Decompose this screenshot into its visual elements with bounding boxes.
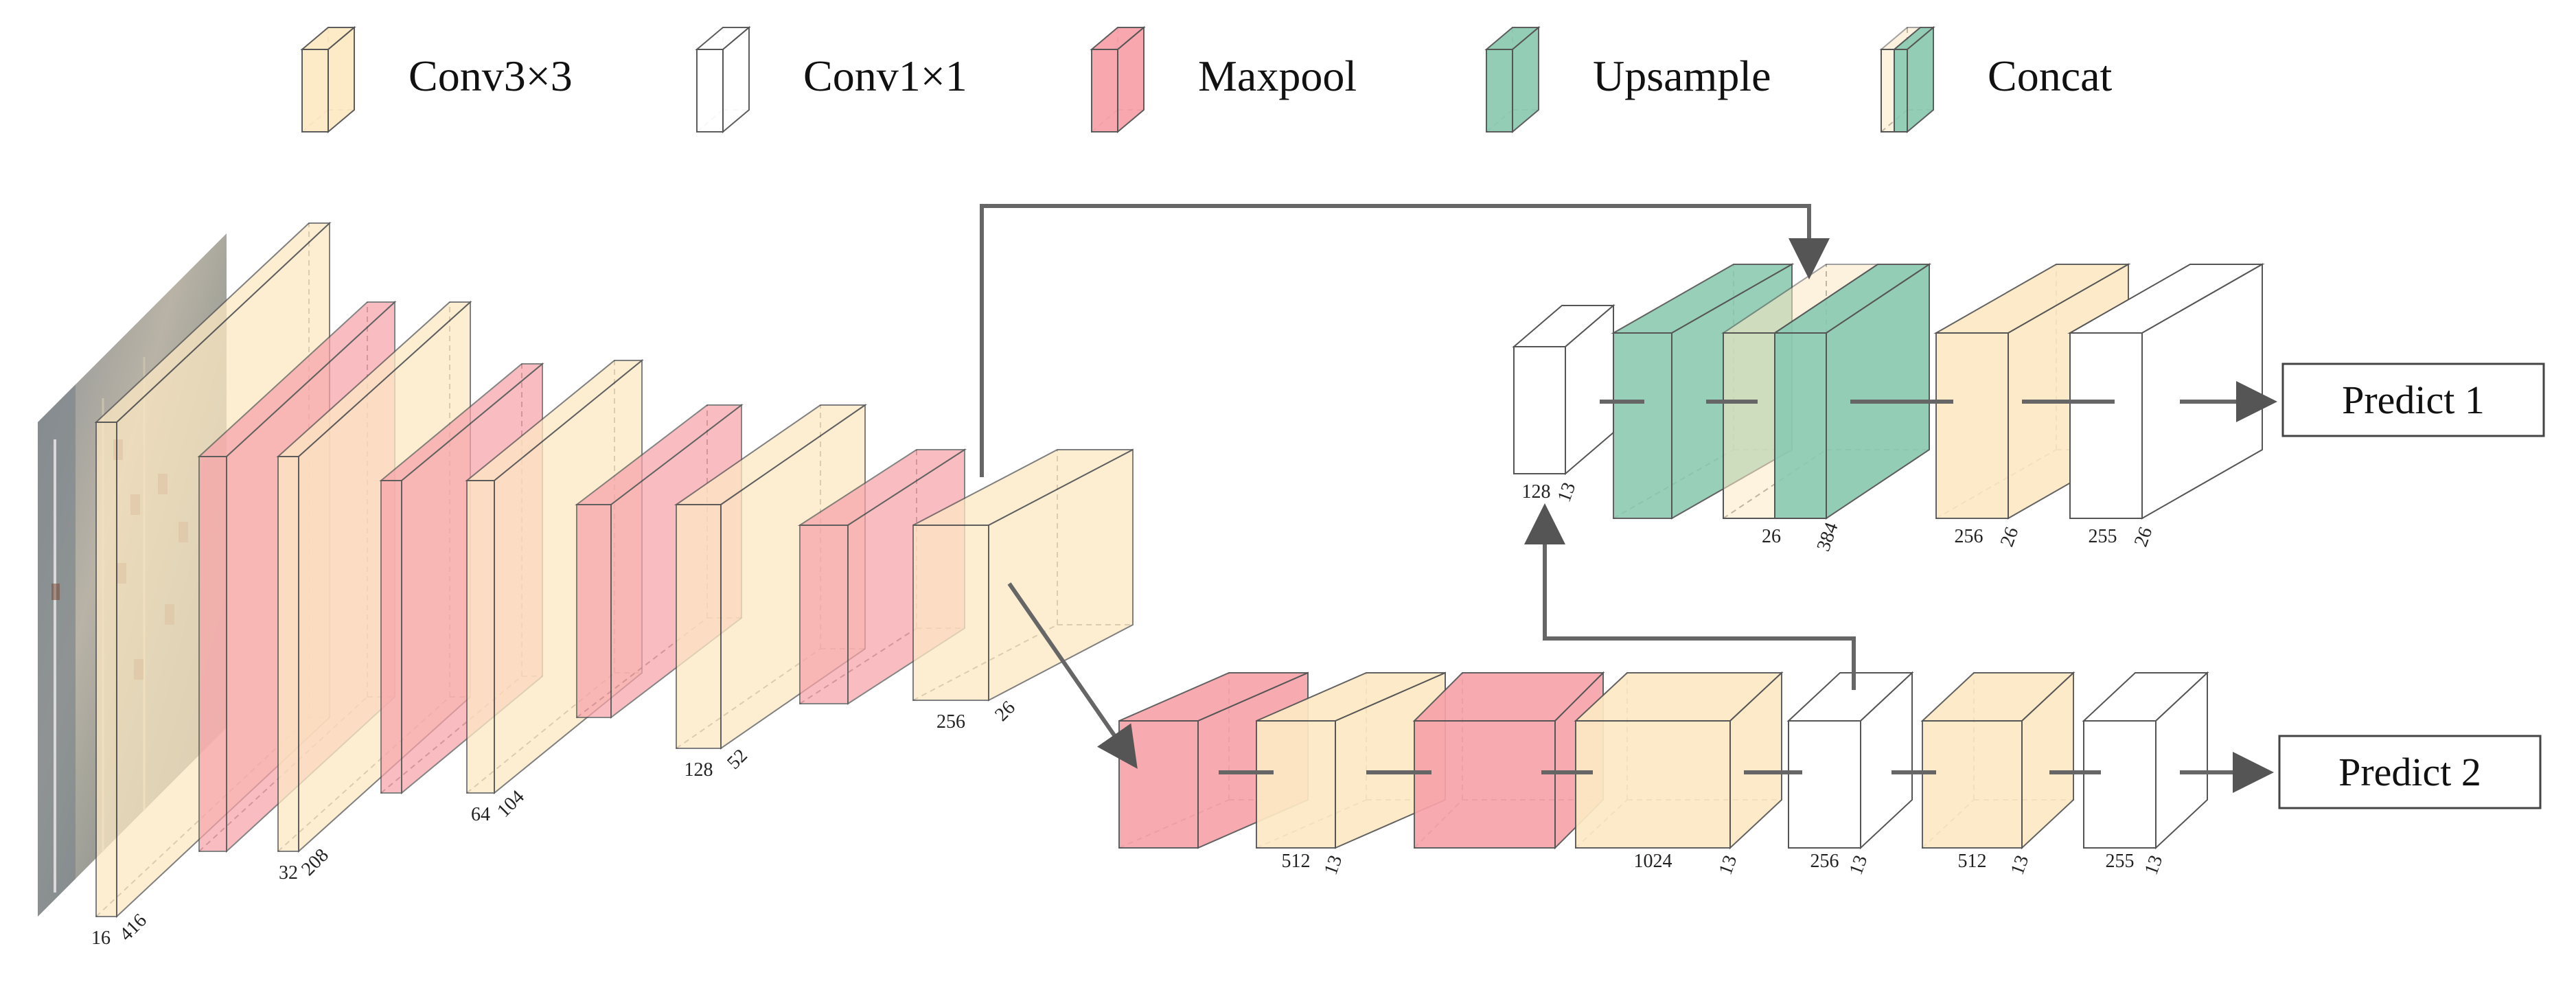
connectors <box>1219 400 2115 774</box>
legend-label-conv1: Conv1×1 <box>803 51 967 100</box>
branch1-layer-1-conv1-channels-label: 128 <box>1522 481 1551 503</box>
branch1-layer-4-conv3-channels-label: 256 <box>1955 526 1983 547</box>
branch2-layer-7-conv1 <box>2082 671 2209 850</box>
branch1-layer-5-conv1-channels-label: 255 <box>2089 526 2117 547</box>
backbone-layer-9-conv3-channels-label: 256 <box>936 711 965 733</box>
branch2-layer-5-conv1 <box>1786 671 1914 850</box>
predict-1-label: Predict 1 <box>2342 378 2485 422</box>
legend-label-maxpool: Maxpool <box>1198 51 1357 100</box>
legend-swatch-conv1 <box>695 25 751 134</box>
legend: Conv3×3 Conv1×1 Maxpool Upsample Concat <box>300 25 2113 134</box>
skip-connection-arrow <box>980 204 1830 477</box>
branch1-layer-4-conv3-size-label: 26 <box>1997 525 2023 550</box>
branch2-layer-7-conv1-size-label: 13 <box>2141 853 2167 878</box>
predict-1-box: Predict 1 <box>2281 362 2545 437</box>
branch2-layer-2-conv3-channels-label: 512 <box>1282 851 1311 872</box>
backbone-layer-5-conv3-size-label: 104 <box>493 786 529 822</box>
branch2-layer-3-maxpool <box>1412 671 1605 850</box>
branch2-layer-7-conv1-channels-label: 255 <box>2106 851 2135 872</box>
backbone-layer-9-conv3 <box>912 448 1134 702</box>
backbone-layer-1-conv3-size-label: 416 <box>115 910 151 945</box>
backbone-layer-3-conv3-size-label: 208 <box>297 844 333 880</box>
backbone-layer-7-conv3-channels-label: 128 <box>685 759 713 781</box>
branch1-layer-3-concat-channels-label: 26 <box>1762 526 1781 547</box>
legend-swatch-concat <box>1879 25 1935 134</box>
branch2-layer-6-conv3-channels-label: 512 <box>1958 851 1987 872</box>
branch2-layer-4-conv3 <box>1574 671 1784 850</box>
branch2-layer-1-maxpool <box>1118 671 1309 849</box>
branch2-layer-2-conv3-size-label: 13 <box>1320 853 1347 878</box>
branch2-layer-6-conv3-size-label: 13 <box>2007 853 2034 878</box>
branch1-layer-5-conv1 <box>2067 263 2265 520</box>
legend-swatch-maxpool <box>1090 25 1146 134</box>
branch1-layer-1-conv1-size-label: 13 <box>1554 480 1580 505</box>
branch1-layer-3-concat <box>1721 263 1932 520</box>
branch2-layer-4-conv3-size-label: 13 <box>1715 853 1742 878</box>
backbone-to-branch2-arrow <box>1007 582 1138 769</box>
branch1-layer-5-conv1-size-label: 26 <box>2130 525 2157 550</box>
branch1-layer-1-conv1 <box>1512 303 1615 476</box>
legend-label-conv3: Conv3×3 <box>409 51 573 100</box>
branch2-layer-5-conv1-size-label: 13 <box>1845 853 1872 878</box>
legend-swatch-conv3 <box>300 25 356 134</box>
backbone-layer-9-conv3-size-label: 26 <box>991 697 1020 726</box>
legend-label-upsample: Upsample <box>1593 51 1771 100</box>
legend-label-concat: Concat <box>1988 51 2113 100</box>
backbone-layer-7-conv3-size-label: 52 <box>723 745 752 774</box>
backbone-layer-5-conv3-channels-label: 64 <box>471 804 490 825</box>
branch2-layer-6-conv3 <box>1920 671 2075 850</box>
backbone-layer-3-conv3-channels-label: 32 <box>279 862 298 884</box>
branch2-layer-5-conv1-channels-label: 256 <box>1810 851 1839 872</box>
branch2-layer-4-conv3-channels-label: 1024 <box>1634 851 1672 872</box>
legend-swatch-upsample <box>1484 25 1541 134</box>
predict-2-box: Predict 2 <box>2278 735 2542 809</box>
predict-2-label: Predict 2 <box>2338 750 2481 794</box>
backbone-layer-1-conv3-channels-label: 16 <box>91 928 111 949</box>
branch1-layer-3-concat-size-label: 384 <box>1813 520 1842 554</box>
branch2-to-branch1-arrow <box>1524 503 1856 690</box>
